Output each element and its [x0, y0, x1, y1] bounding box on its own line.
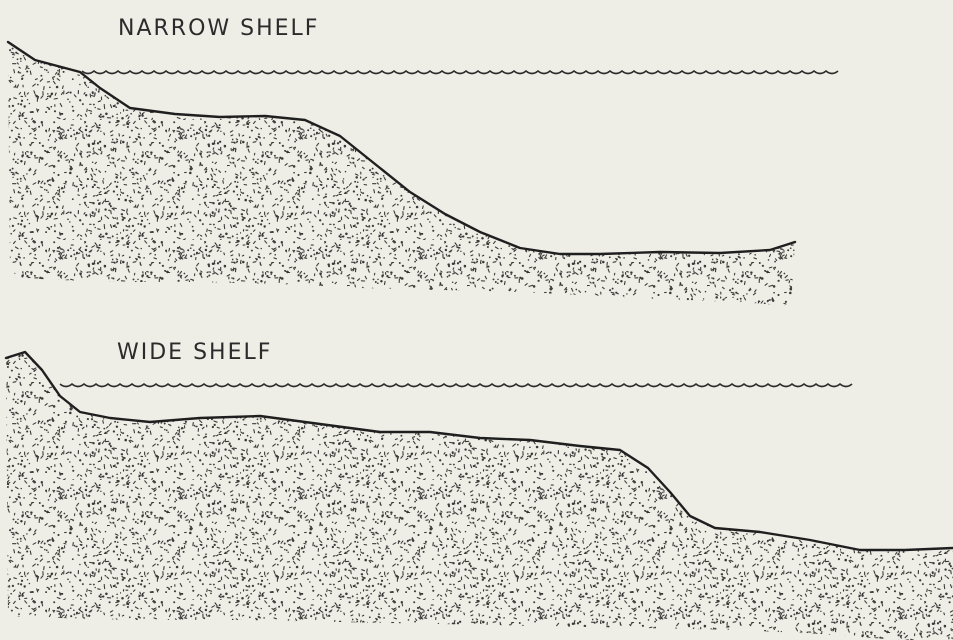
wide-shelf-sea-level-line: [60, 384, 852, 387]
wide-shelf-diagram: [6, 352, 953, 640]
wide-shelf-title: WIDE SHELF: [117, 340, 272, 365]
wide-shelf-sediment-body: [6, 352, 953, 640]
narrow-shelf-sediment-body: [8, 42, 795, 306]
narrow-shelf-title: NARROW SHELF: [118, 16, 319, 41]
narrow-shelf-sea-level-line: [82, 71, 838, 74]
narrow-shelf-diagram: [8, 42, 838, 306]
